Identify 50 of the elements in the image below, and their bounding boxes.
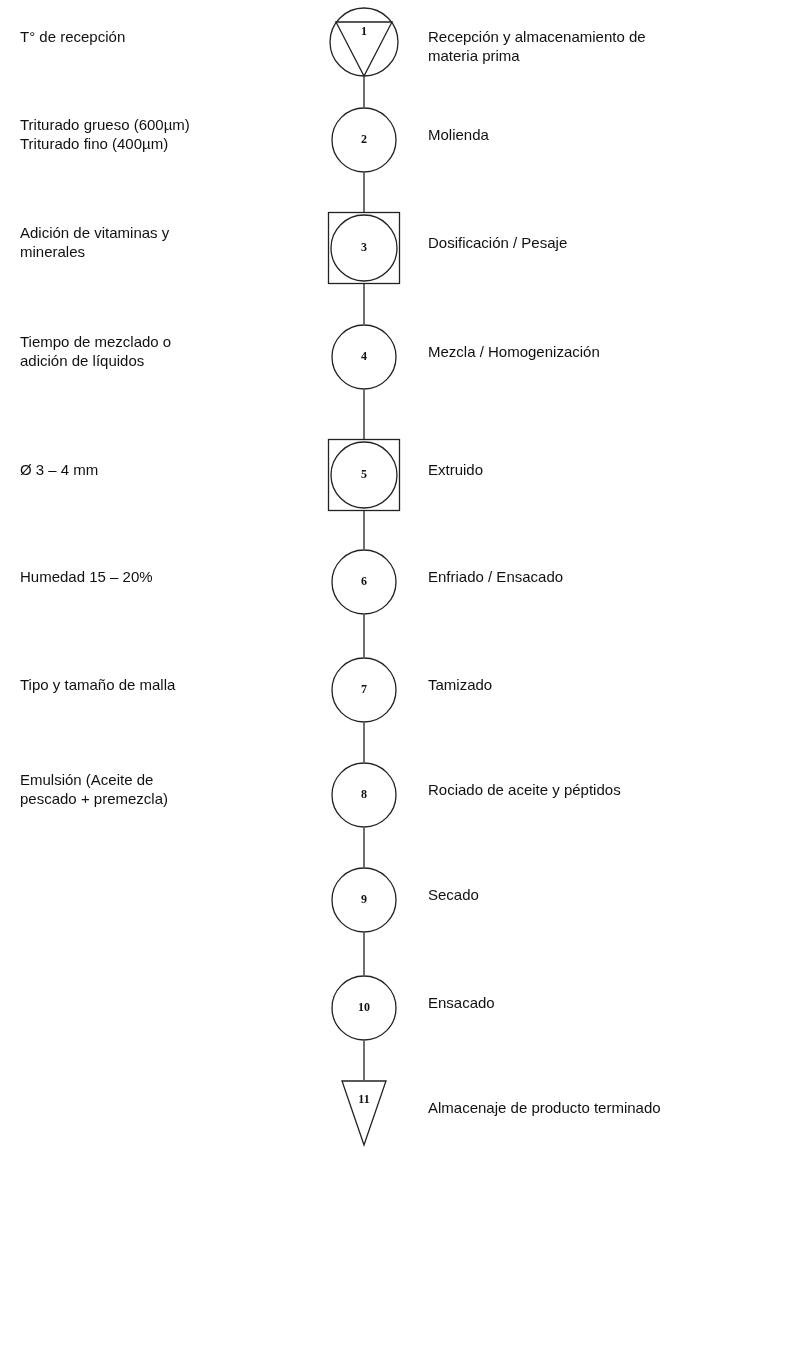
operation-circle [331,975,397,1041]
control-parameter: Tipo y tamaño de malla [20,674,177,694]
step-number: 11 [357,1092,371,1107]
operation-circle [331,549,397,615]
square-circle-symbol [328,439,400,511]
control-parameter: T° de recepción [20,26,127,46]
step-number: 4 [360,349,368,364]
control-parameter: Ø 3 – 4 mm [20,459,100,479]
step-number: 9 [360,892,368,907]
operation-circle [331,762,397,828]
control-parameter: Adición de vitaminas y minerales [20,223,171,261]
step-name: Molienda [428,124,490,144]
step-name: Almacenaje de producto terminado [428,1097,662,1117]
connector-line [363,510,365,550]
control-parameter: Emulsión (Aceite de pescado + premezcla) [20,770,169,808]
connector-line [363,932,365,976]
step-number: 8 [360,787,368,802]
step-name: Dosificación / Pesaje [428,232,569,252]
operation-circle [331,324,397,390]
step-number: 1 [360,24,368,39]
connector-line [363,722,365,763]
connector-line [363,827,365,868]
control-parameter: Triturado grueso (600µm) Triturado fino (400µm) [20,115,191,153]
square-circle-symbol [328,212,400,284]
step-number: 5 [360,467,368,482]
step-number: 7 [360,682,368,697]
step-name: Secado [428,884,480,904]
step-name: Ensacado [428,992,496,1012]
step-number: 2 [360,132,368,147]
operation-circle [331,657,397,723]
step-name: Extruido [428,459,485,479]
step-number: 3 [360,240,368,255]
connector-line [363,172,365,213]
step-name: Mezcla / Homogenización [428,341,601,361]
storage-triangle [341,1080,387,1146]
operation-circle [331,107,397,173]
step-name: Rociado de aceite y péptidos [428,779,622,799]
control-parameter: Tiempo de mezclado o adición de líquidos [20,332,173,370]
step-name: Enfriado / Ensacado [428,566,565,586]
connector-line [363,283,365,325]
connector-line [363,389,365,440]
step-name: Tamizado [428,674,494,694]
connector-line [363,76,365,108]
step-number: 10 [357,1000,371,1015]
control-parameter: Humedad 15 – 20% [20,566,154,586]
connector-line [363,1040,365,1081]
step-name: Recepción y almacenamiento de materia prima [428,27,647,65]
connector-line [363,614,365,658]
operation-circle [331,867,397,933]
step-number: 6 [360,574,368,589]
